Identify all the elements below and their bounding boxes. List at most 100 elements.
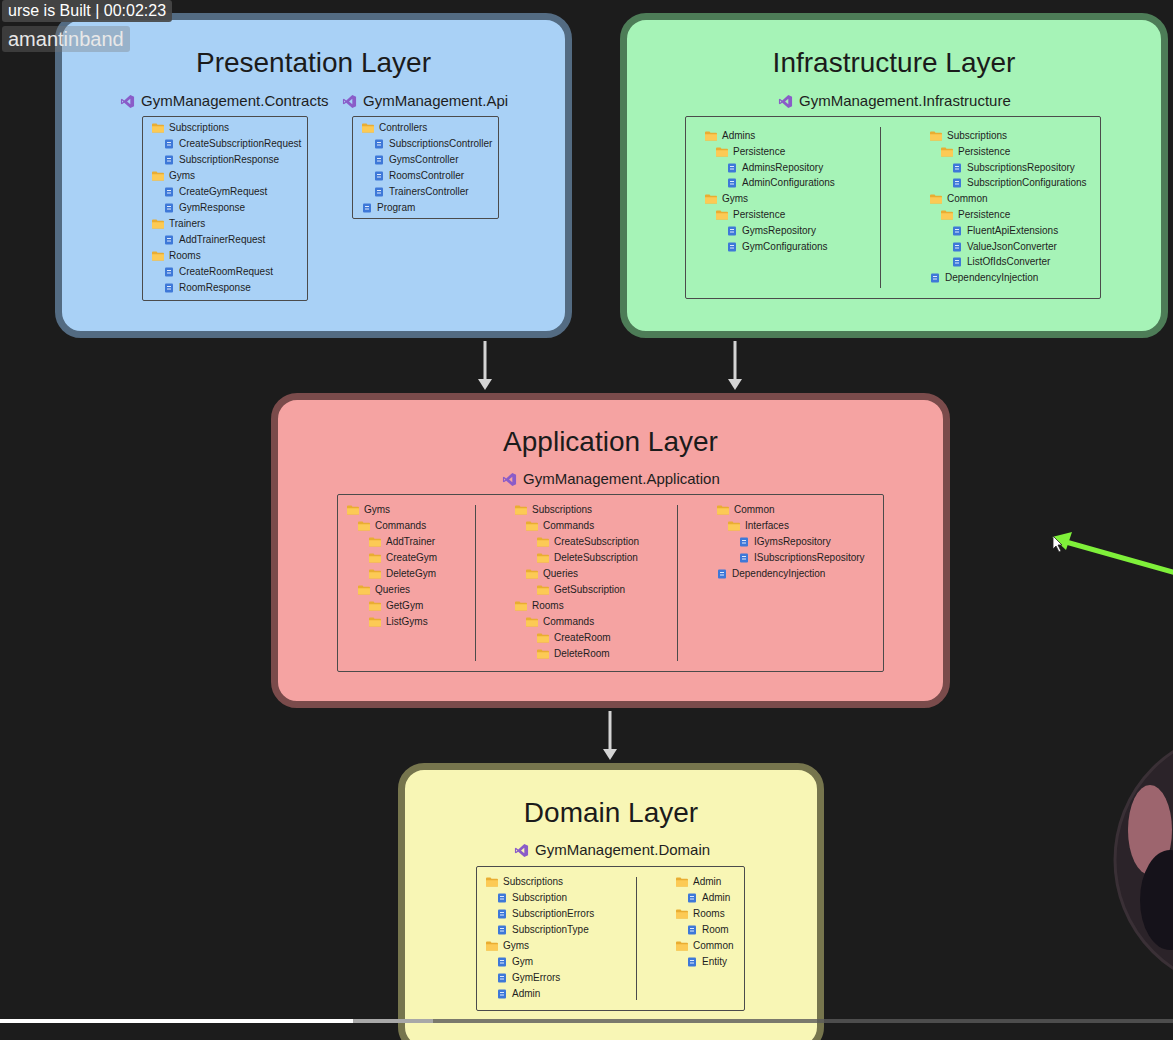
file-icon	[952, 226, 962, 236]
folder-icon	[526, 521, 538, 531]
folder-row: Common	[717, 503, 775, 517]
project-name: GymManagement.Domain	[535, 840, 710, 860]
file-row: SubscriptionsController	[374, 137, 492, 151]
folder-name: Gyms	[503, 939, 529, 953]
folder-name: Gyms	[169, 169, 195, 183]
folder-row: Controllers	[362, 121, 427, 135]
folder-row: Subscriptions	[486, 875, 563, 889]
folder-name: DeleteGym	[386, 567, 436, 581]
folder-icon	[537, 585, 549, 595]
file-row: DependencyInjection	[717, 567, 825, 581]
folder-icon	[941, 210, 953, 220]
folder-icon	[152, 219, 164, 229]
project-icon	[502, 472, 517, 487]
file-name: AdminsRepository	[742, 161, 823, 175]
file-row: SubscriptionConfigurations	[952, 176, 1087, 190]
connector-line	[484, 341, 487, 380]
folder-name: Commands	[543, 519, 594, 533]
folder-icon	[716, 147, 728, 157]
folder-row: Commands	[526, 519, 594, 533]
file-row: FluentApiExtensions	[952, 224, 1058, 238]
file-row: SubscriptionsRepository	[952, 161, 1075, 175]
file-icon	[164, 139, 174, 149]
folder-name: Interfaces	[745, 519, 789, 533]
file-icon	[374, 171, 384, 181]
folder-name: Subscriptions	[503, 875, 563, 889]
folder-name: Subscriptions	[169, 121, 229, 135]
folder-name: Commands	[543, 615, 594, 629]
file-name: Gym	[512, 955, 533, 969]
connector-arrow	[478, 341, 492, 390]
folder-row: DeleteRoom	[537, 647, 610, 661]
file-icon	[164, 283, 174, 293]
file-row: TrainersController	[374, 185, 469, 199]
folder-name: Persistence	[733, 208, 785, 222]
folder-name: Gyms	[722, 192, 748, 206]
file-name: IGymsRepository	[754, 535, 831, 549]
file-row: AddTrainerRequest	[164, 233, 265, 247]
file-icon	[164, 155, 174, 165]
folder-row: AddTrainer	[369, 535, 435, 549]
connector-line	[734, 341, 737, 380]
folder-name: Admins	[722, 129, 755, 143]
file-icon	[497, 957, 507, 967]
file-icon	[164, 203, 174, 213]
project-tree: GymManagement.DomainSubscriptionsSubscri…	[476, 866, 745, 1011]
file-row: Program	[362, 201, 415, 215]
folder-icon	[705, 131, 717, 141]
folder-row: Rooms	[676, 907, 725, 921]
file-icon	[930, 273, 940, 283]
file-row: ValueJsonConverter	[952, 240, 1057, 254]
file-icon	[497, 925, 507, 935]
file-icon	[164, 187, 174, 197]
folder-icon	[347, 505, 359, 515]
folder-row: Subscriptions	[152, 121, 229, 135]
file-icon	[727, 178, 737, 188]
folder-name: Rooms	[693, 907, 725, 921]
file-name: CreateSubscriptionRequest	[179, 137, 301, 151]
file-icon	[727, 226, 737, 236]
folder-name: AddTrainer	[386, 535, 435, 549]
folder-icon	[369, 569, 381, 579]
folder-row: Gyms	[486, 939, 529, 953]
file-row: GymResponse	[164, 201, 245, 215]
file-name: RoomsController	[389, 169, 464, 183]
file-icon	[687, 893, 697, 903]
layer-title: Domain Layer	[405, 796, 817, 830]
file-name: GymErrors	[512, 971, 560, 985]
folder-row: Admins	[705, 129, 755, 143]
project-heading: GymManagement.Contracts	[120, 91, 329, 111]
file-icon	[687, 925, 697, 935]
folder-icon	[537, 649, 549, 659]
folder-icon	[358, 585, 370, 595]
folder-row: Gyms	[152, 169, 195, 183]
folder-row: Common	[930, 192, 988, 206]
folder-icon	[537, 537, 549, 547]
folder-name: GetSubscription	[554, 583, 625, 597]
file-row: GymsController	[374, 153, 458, 167]
column-divider	[475, 505, 476, 661]
file-name: GymResponse	[179, 201, 245, 215]
folder-icon	[537, 633, 549, 643]
file-name: ValueJsonConverter	[967, 240, 1057, 254]
folder-row: Trainers	[152, 217, 205, 231]
project-heading: GymManagement.Api	[342, 91, 508, 111]
folder-icon	[152, 251, 164, 261]
file-row: Room	[687, 923, 729, 937]
folder-icon	[515, 601, 527, 611]
file-name: SubscriptionResponse	[179, 153, 279, 167]
folder-icon	[526, 617, 538, 627]
folder-row: ListGyms	[369, 615, 428, 629]
folder-row: Commands	[358, 519, 426, 533]
folder-row: Gyms	[347, 503, 390, 517]
folder-name: Rooms	[169, 249, 201, 263]
folder-row: Interfaces	[728, 519, 789, 533]
file-icon	[717, 569, 727, 579]
file-row: CreateGymRequest	[164, 185, 267, 199]
project-heading: GymManagement.Domain	[514, 840, 710, 860]
layer-title: Infrastructure Layer	[627, 46, 1161, 80]
folder-name: Queries	[543, 567, 578, 581]
folder-icon	[676, 877, 688, 887]
file-name: Program	[377, 201, 415, 215]
file-icon	[374, 139, 384, 149]
